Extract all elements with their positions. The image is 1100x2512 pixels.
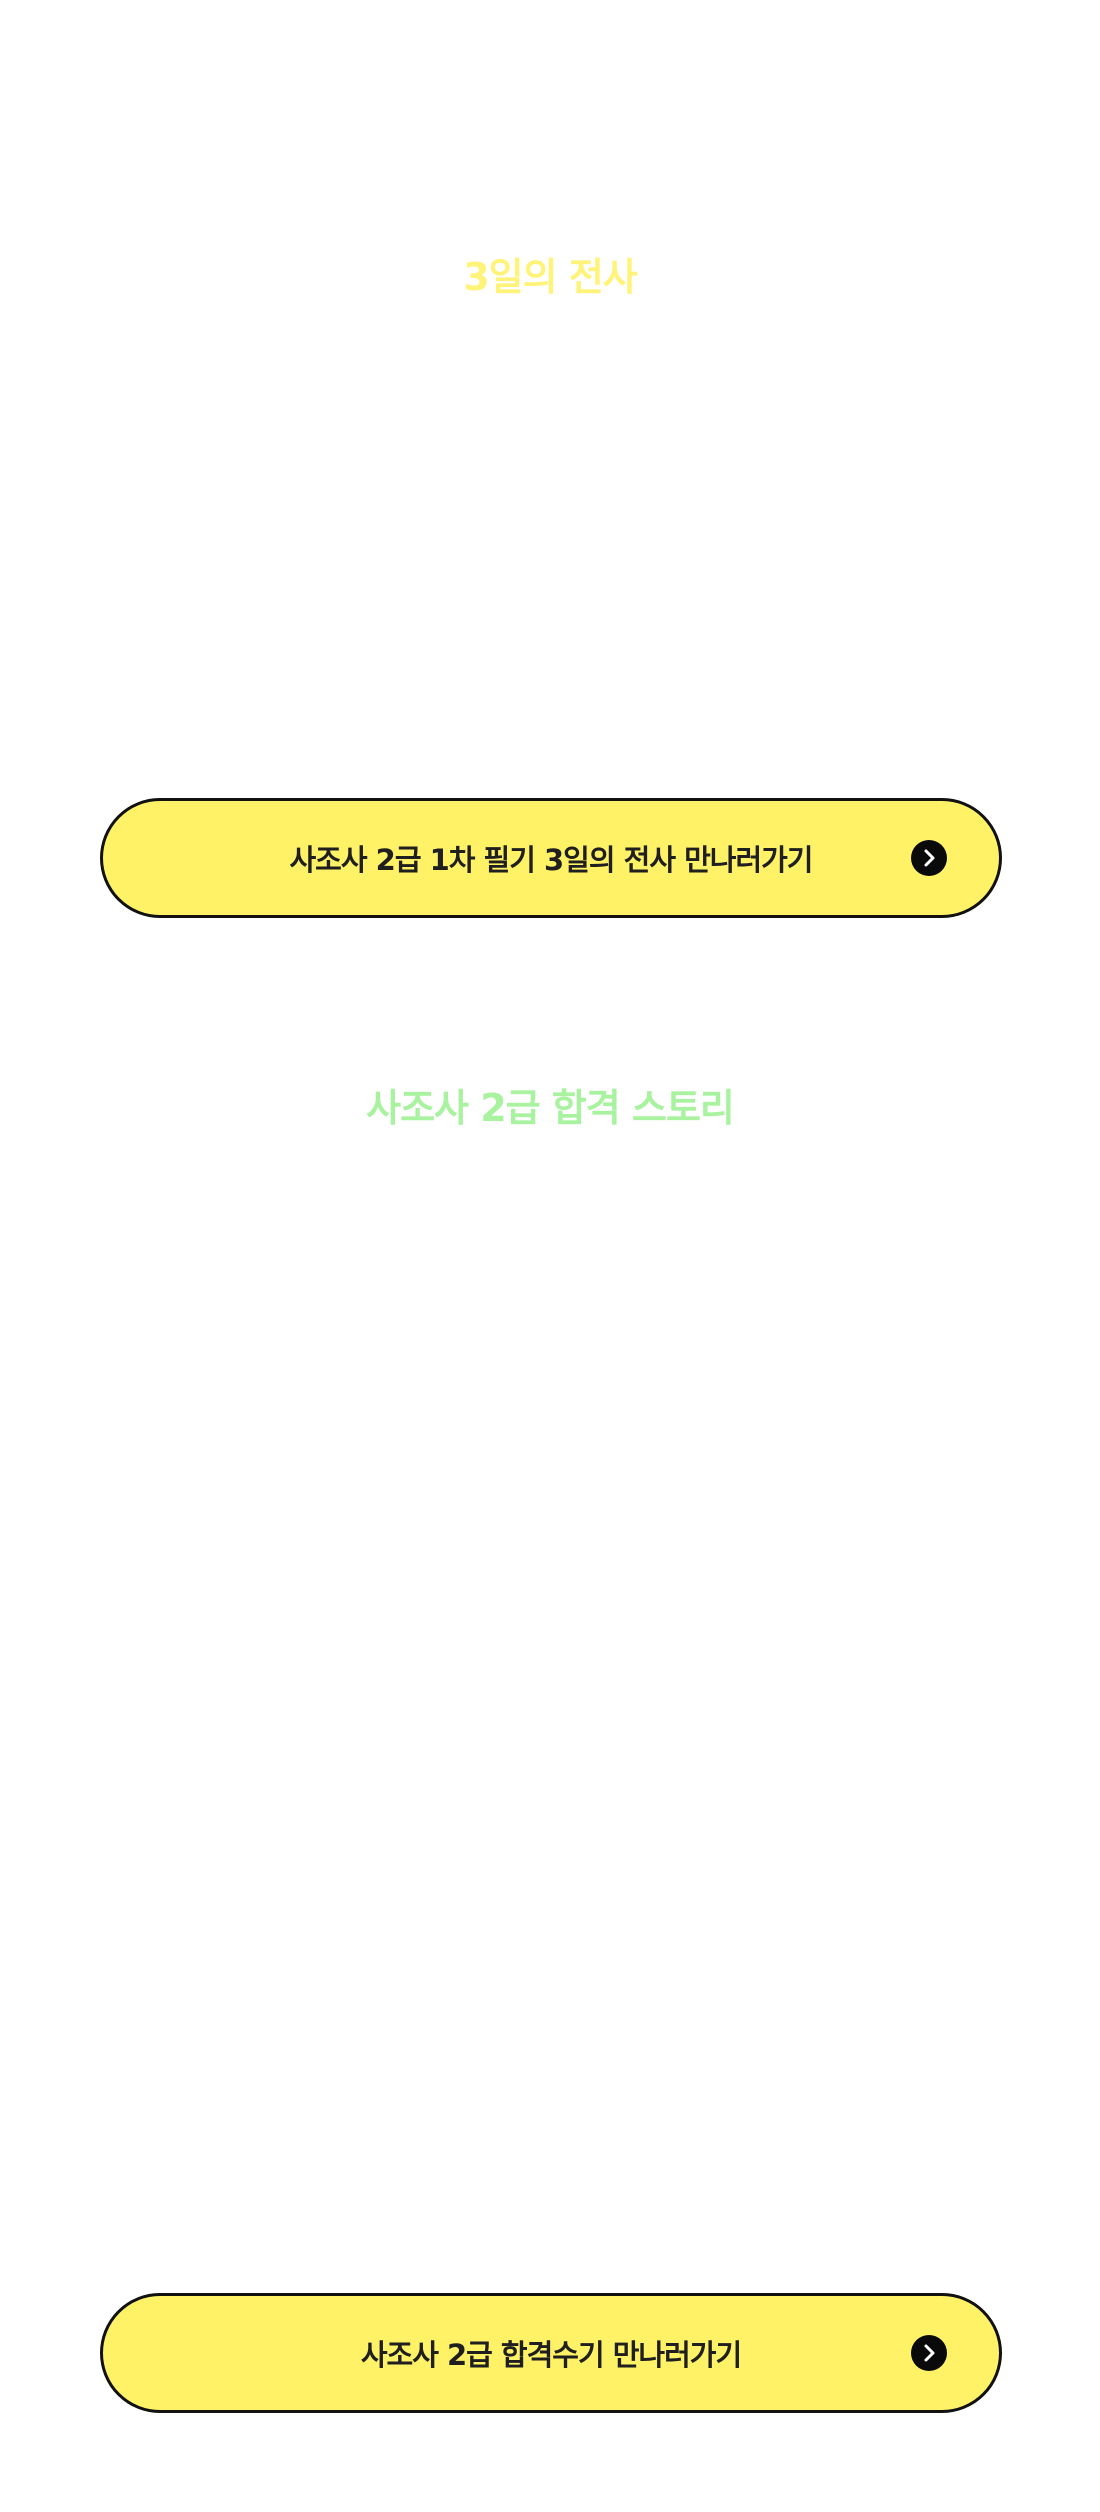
section-title-three-day-warrior: 3일의 전사 (463, 255, 638, 299)
three-day-warrior-cta-button[interactable]: 사조사 2급 1차 필기 3일의 전사 만나러가기 (100, 798, 1002, 918)
chevron-right-circle-icon (911, 840, 947, 876)
cta-button-label: 사조사 2급 합격수기 만나러가기 (360, 2338, 742, 2372)
pass-story-cta-button[interactable]: 사조사 2급 합격수기 만나러가기 (100, 2293, 1002, 2413)
section-title-pass-story: 사조사 2급 합격 스토리 (366, 1086, 735, 1130)
cta-button-label: 사조사 2급 1차 필기 3일의 전사 만나러가기 (289, 843, 814, 877)
chevron-right-circle-icon (911, 2335, 947, 2371)
